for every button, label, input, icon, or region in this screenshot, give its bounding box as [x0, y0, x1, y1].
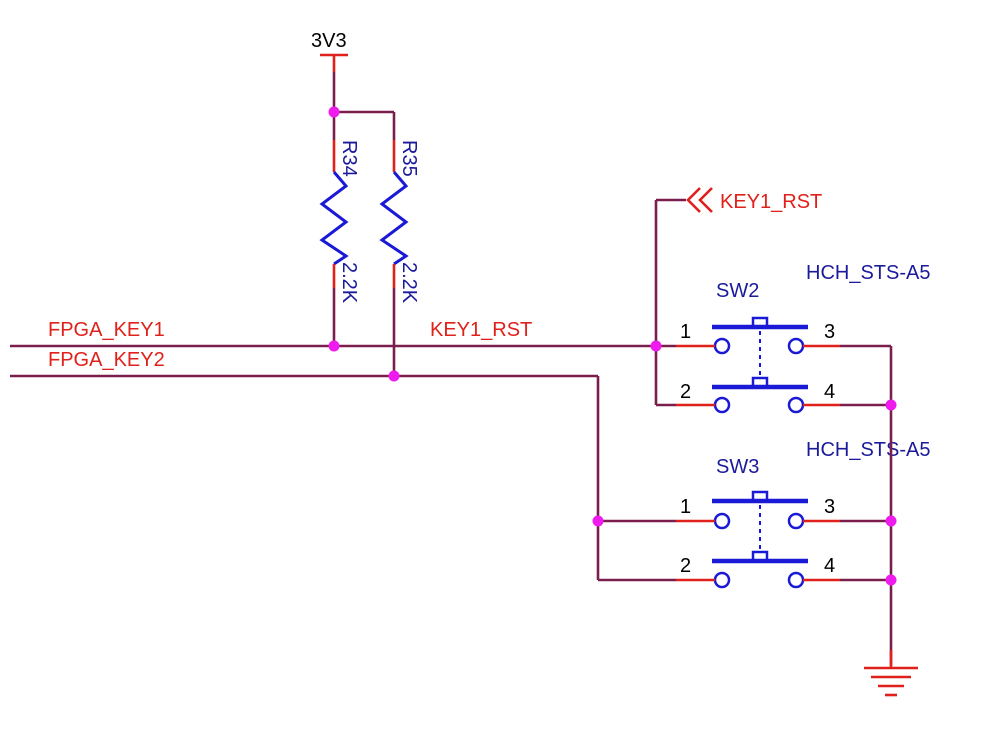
junction-dot	[592, 515, 604, 527]
resistor-ref-r34: R34	[338, 140, 360, 177]
resistor-ref-r35: R35	[398, 140, 420, 177]
switch-ref-sw2: SW2	[716, 280, 759, 302]
ground-icon	[864, 650, 918, 697]
junction-dot	[388, 370, 400, 382]
switch-sw3: SW3 HCH_STS-A5 1 2 3 4	[676, 439, 930, 589]
resistor-r35: R35 2.2K	[379, 140, 420, 376]
junctions	[328, 106, 897, 586]
junction-dot	[885, 515, 897, 527]
net-label-fpga-key1: FPGA_KEY1	[48, 319, 165, 341]
resistor-value-r35: 2.2K	[398, 262, 420, 304]
resistor-value-r34: 2.2K	[338, 262, 360, 304]
junction-dot	[885, 399, 897, 411]
port-label-key1-rst: KEY1_RST	[720, 191, 822, 213]
junction-dot	[328, 106, 340, 118]
junction-dot	[885, 574, 897, 586]
switch-sw2: SW2 HCH_STS-A5 1 2 3 4	[676, 262, 930, 414]
sw3-pin-2: 2	[680, 555, 691, 577]
switch-part-sw3: HCH_STS-A5	[806, 439, 930, 461]
power-symbol-3v3: 3V3	[311, 30, 348, 112]
sw3-pin-4: 4	[824, 555, 835, 577]
net-label-fpga-key2: FPGA_KEY2	[48, 349, 165, 371]
sw2-pin-4: 4	[824, 381, 835, 403]
sw3-pin-3: 3	[824, 496, 835, 518]
resistor-r34: R34 2.2K	[319, 140, 360, 346]
switch-part-sw2: HCH_STS-A5	[806, 262, 930, 284]
port-key1-rst: KEY1_RST	[654, 187, 822, 405]
sw2-pin-3: 3	[824, 321, 835, 343]
junction-dot	[650, 340, 662, 352]
junction-dot	[328, 340, 340, 352]
sw3-pin-1: 1	[680, 496, 691, 518]
sw2-pin-2: 2	[680, 381, 691, 403]
switch-ref-sw3: SW3	[716, 456, 759, 478]
power-label: 3V3	[311, 30, 347, 52]
sw2-pin-1: 1	[680, 321, 691, 343]
net-label-key1-rst: KEY1_RST	[430, 319, 532, 341]
